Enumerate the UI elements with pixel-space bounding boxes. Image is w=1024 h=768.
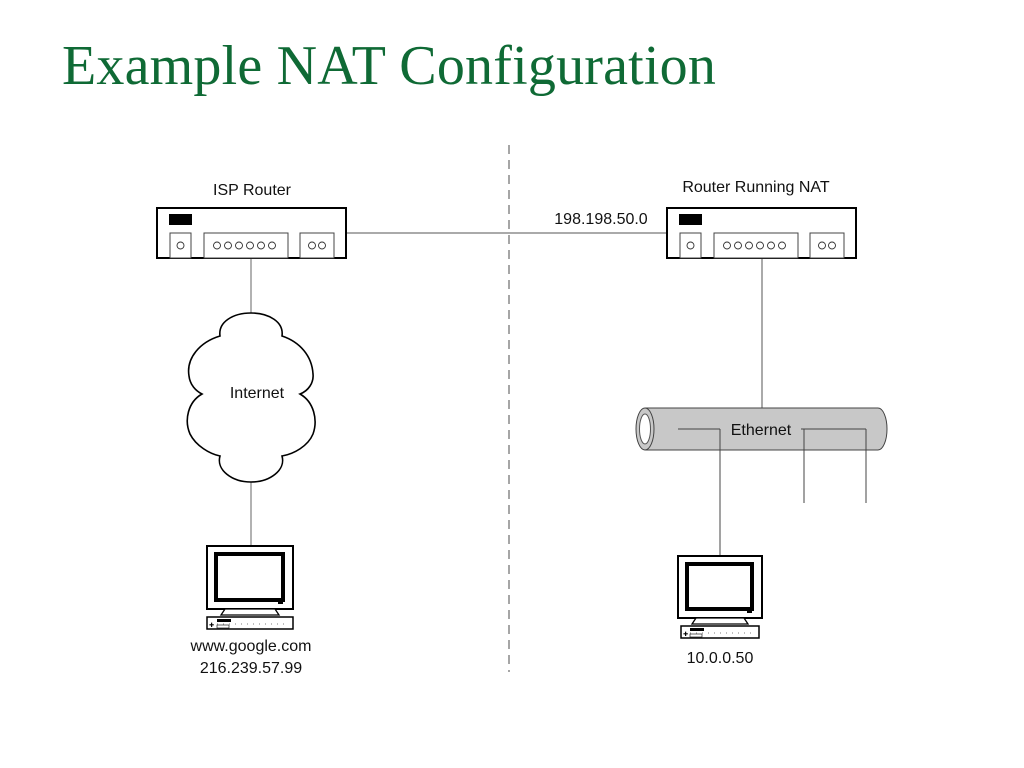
- internet-cloud: Internet: [186, 312, 316, 483]
- remote-host-ip: 216.239.57.99: [200, 660, 302, 677]
- link-network-label: 198.198.50.0: [554, 211, 648, 228]
- isp-router-label: ISP Router: [213, 182, 292, 199]
- ethernet-bus-icon: [635, 407, 888, 451]
- computer-icon: ✚: [677, 555, 763, 639]
- local-host-ip: 10.0.0.50: [687, 650, 754, 667]
- cloud-label: Internet: [230, 385, 285, 402]
- router-icon: [156, 207, 347, 259]
- remote-host: ✚: [206, 545, 294, 630]
- router-icon: [666, 207, 857, 259]
- computer-icon: ✚: [206, 545, 294, 630]
- local-host: ✚: [677, 555, 763, 639]
- nat-router-label: Router Running NAT: [682, 179, 830, 196]
- nat-router: [666, 207, 857, 259]
- svg-text:✚: ✚: [209, 622, 214, 629]
- ethernet-label: Ethernet: [731, 422, 792, 439]
- ethernet-bus: Ethernet: [635, 407, 888, 556]
- cloud-icon: [186, 312, 316, 483]
- remote-host-name: www.google.com: [190, 638, 312, 655]
- slide-title: Example NAT Configuration: [62, 35, 717, 97]
- isp-router: [156, 207, 347, 259]
- svg-text:✚: ✚: [683, 631, 688, 638]
